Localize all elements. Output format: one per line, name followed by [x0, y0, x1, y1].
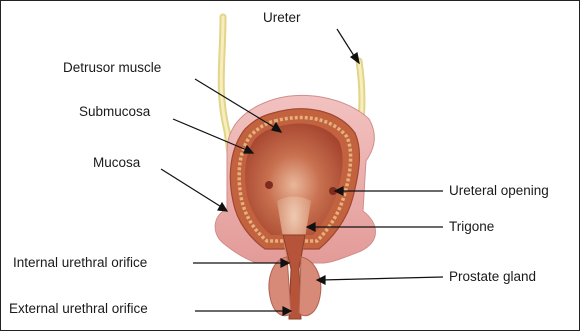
label-trigone: Trigone [449, 220, 494, 234]
label-external-urethral-orifice: External urethral orifice [9, 302, 148, 316]
label-internal-urethral-orifice: Internal urethral orifice [13, 256, 147, 270]
prostate-lobe-right [299, 257, 321, 316]
leader-prostate [321, 277, 443, 280]
left-ureteral-opening [265, 181, 273, 189]
label-ureter: Ureter [263, 11, 301, 25]
prostate-lobe-left [269, 257, 291, 316]
arrow-mucosa [218, 203, 227, 211]
arrow-ureter [351, 53, 359, 63]
label-prostate-gland: Prostate gland [449, 270, 536, 284]
leader-ureter [337, 29, 356, 59]
label-ureteral-opening: Ureteral opening [449, 184, 549, 198]
label-detrusor-muscle: Detrusor muscle [63, 61, 161, 75]
leader-mucosa [161, 169, 223, 208]
label-mucosa: Mucosa [93, 156, 140, 170]
label-submucosa: Submucosa [79, 105, 150, 119]
